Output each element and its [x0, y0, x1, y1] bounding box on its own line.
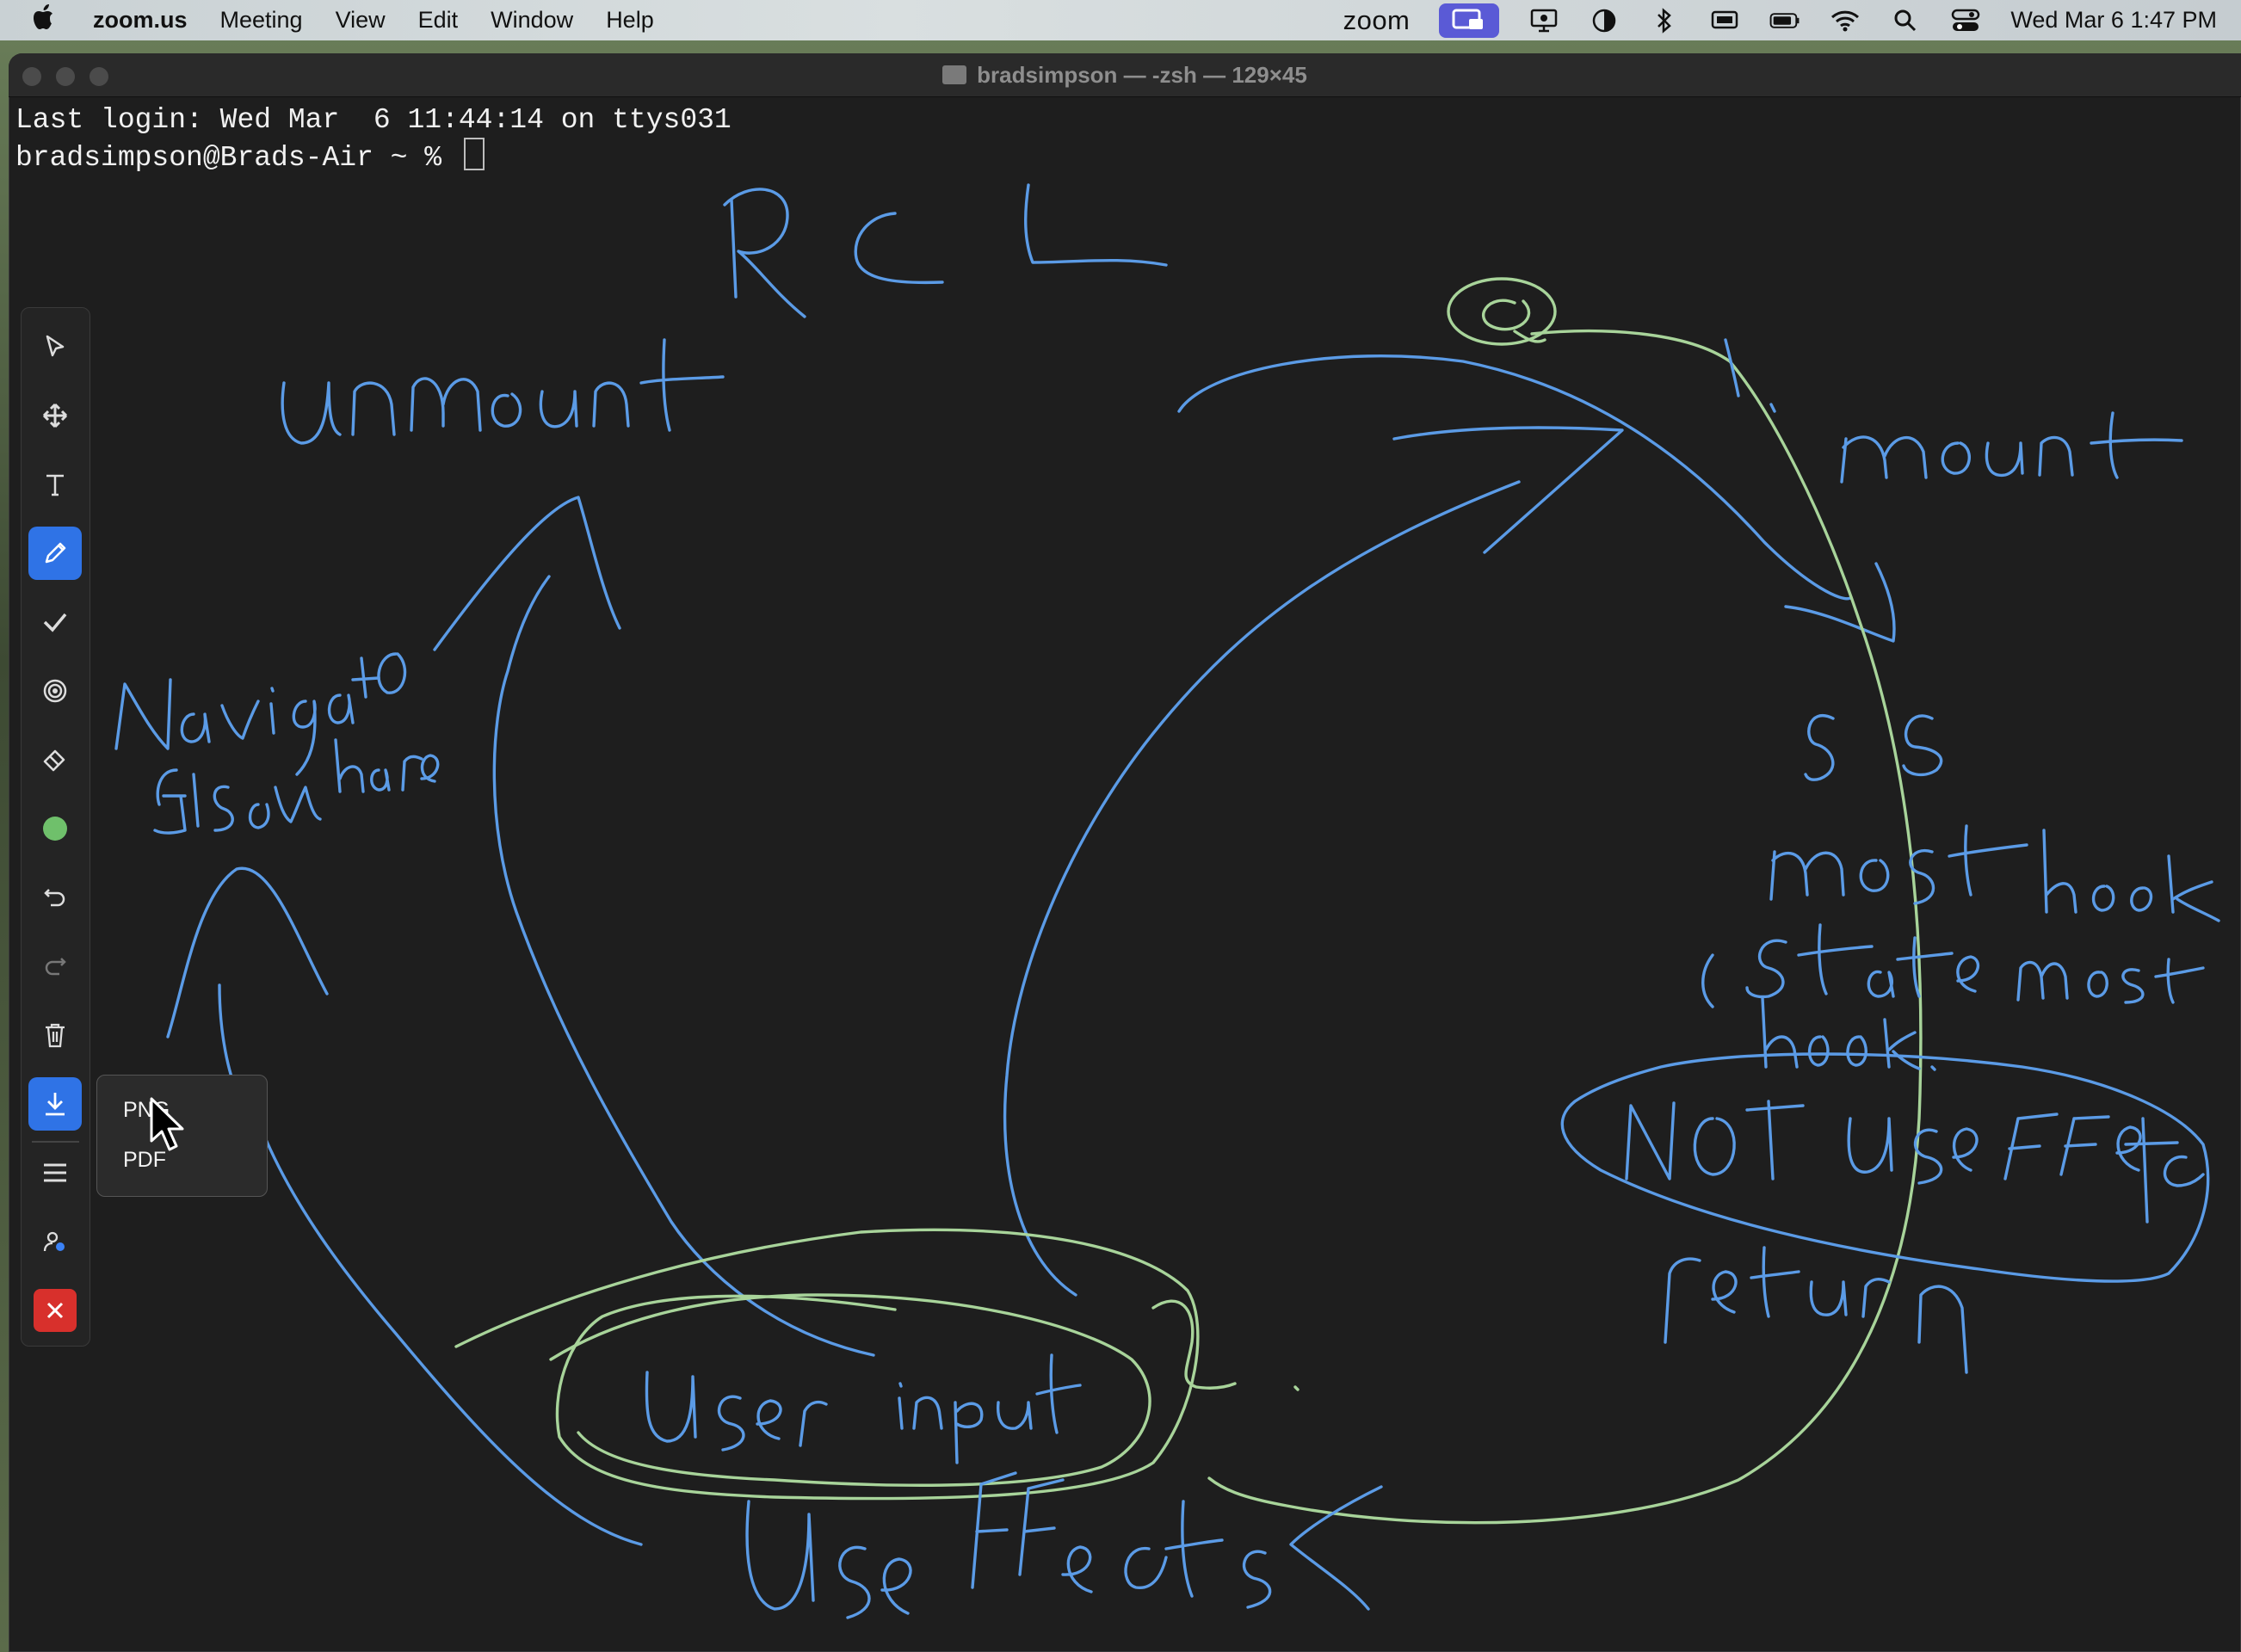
spotlight-icon[interactable]: [28, 664, 82, 718]
move-icon[interactable]: [28, 389, 82, 442]
window-title: bradsimpson — -zsh — 129×45: [977, 61, 1307, 88]
eraser-icon[interactable]: [28, 733, 82, 786]
minimize-window-icon[interactable]: [56, 67, 75, 86]
terminal-output[interactable]: Last login: Wed Mar 6 11:44:14 on ttys03…: [15, 103, 732, 176]
apple-menu-icon[interactable]: [33, 3, 67, 38]
contrast-icon[interactable]: [1589, 8, 1620, 34]
traffic-lights: [22, 67, 108, 86]
clear-icon[interactable]: [28, 1008, 82, 1062]
save-format-menu: PNG PDF: [96, 1075, 268, 1197]
save-icon[interactable]: [28, 1077, 82, 1131]
redo-icon[interactable]: [28, 940, 82, 993]
app-menu[interactable]: zoom.us: [93, 7, 188, 33]
terminal-cursor: [463, 138, 485, 170]
close-icon[interactable]: [34, 1289, 77, 1332]
display-icon[interactable]: [1709, 8, 1740, 34]
menu-window[interactable]: Window: [491, 7, 574, 33]
menu-meeting[interactable]: Meeting: [219, 7, 303, 33]
folder-icon: [942, 65, 967, 84]
menu-bar: zoom.us Meeting View Edit Window Help zo…: [0, 0, 2241, 40]
presentation-icon[interactable]: [1528, 8, 1559, 34]
mouse-pointer-icon: [150, 1097, 184, 1151]
menu-help[interactable]: Help: [606, 7, 654, 33]
more-icon[interactable]: [28, 1146, 82, 1199]
undo-icon[interactable]: [28, 871, 82, 924]
screen-share-icon[interactable]: [1439, 3, 1500, 38]
wifi-icon[interactable]: [1830, 8, 1861, 34]
menu-view[interactable]: View: [335, 7, 386, 33]
close-window-icon[interactable]: [22, 67, 41, 86]
pen-icon[interactable]: [28, 527, 82, 580]
save-pdf-option[interactable]: PDF: [123, 1148, 166, 1172]
control-center-icon[interactable]: [1950, 8, 1981, 34]
zoom-status-label[interactable]: zoom: [1343, 4, 1411, 35]
zoom-window-icon[interactable]: [90, 67, 108, 86]
text-icon[interactable]: [28, 458, 82, 511]
battery-icon[interactable]: [1769, 8, 1800, 34]
menubar-clock[interactable]: Wed Mar 6 1:47 PM: [2010, 7, 2217, 33]
color-icon[interactable]: [28, 802, 82, 855]
window-titlebar[interactable]: bradsimpson — -zsh — 129×45: [9, 53, 2241, 97]
participant-icon[interactable]: [28, 1215, 82, 1268]
terminal-window[interactable]: bradsimpson — -zsh — 129×45 Last login: …: [9, 53, 2241, 1652]
menu-edit[interactable]: Edit: [417, 7, 459, 33]
terminal-prompt: bradsimpson@Brads-Air ~ %: [15, 142, 459, 174]
search-icon[interactable]: [1890, 8, 1921, 34]
select-icon[interactable]: [28, 320, 82, 373]
stamp-check-icon[interactable]: [28, 595, 82, 649]
bluetooth-icon[interactable]: [1649, 7, 1680, 34]
terminal-line: Last login: Wed Mar 6 11:44:14 on ttys03…: [15, 104, 732, 136]
annotation-toolbar: [21, 307, 90, 1347]
